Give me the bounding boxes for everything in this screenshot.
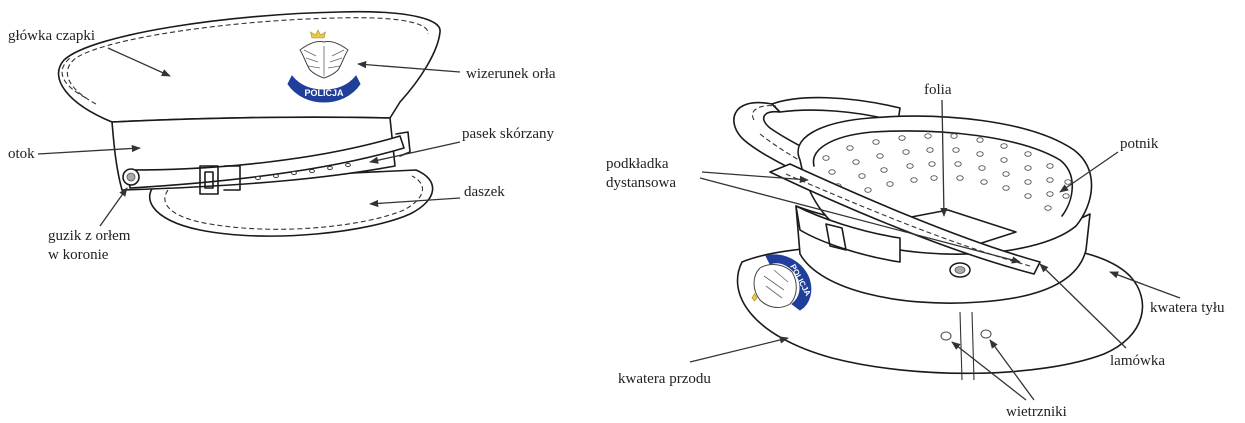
label-daszek: daszek — [464, 184, 505, 200]
label-folia: folia — [924, 82, 952, 98]
label-guzik-line2: w koronie — [48, 247, 109, 263]
vent-hole-1 — [941, 332, 951, 340]
label-lamowka: lamówka — [1110, 353, 1165, 369]
label-glowka-czapki: główka czapki — [8, 28, 95, 44]
label-wizerunek-orla: wizerunek orła — [466, 66, 556, 82]
crown-top-glowka — [59, 12, 441, 122]
label-kwatera-przodu: kwatera przodu — [618, 371, 711, 387]
label-podkladka-line2: dystansowa — [606, 175, 676, 191]
leader-guzik — [100, 188, 127, 226]
label-kwatera-tylu: kwatera tyłu — [1150, 300, 1225, 316]
vent-hole-2 — [981, 330, 991, 338]
emblem-text: POLICJA — [304, 88, 344, 98]
label-pasek-skorzany: pasek skórzany — [462, 126, 555, 142]
label-potnik: potnik — [1120, 136, 1159, 152]
label-podkladka-line1: podkładka — [606, 156, 669, 172]
label-wietrzniki: wietrzniki — [1006, 404, 1067, 420]
left-cap-drawing: POLICJA — [59, 12, 441, 236]
label-otok: otok — [8, 146, 35, 162]
right-cap-drawing: POLICJA — [734, 98, 1143, 380]
label-guzik-line1: guzik z orłem — [48, 228, 131, 244]
leader-kwatera-przodu — [690, 338, 788, 362]
